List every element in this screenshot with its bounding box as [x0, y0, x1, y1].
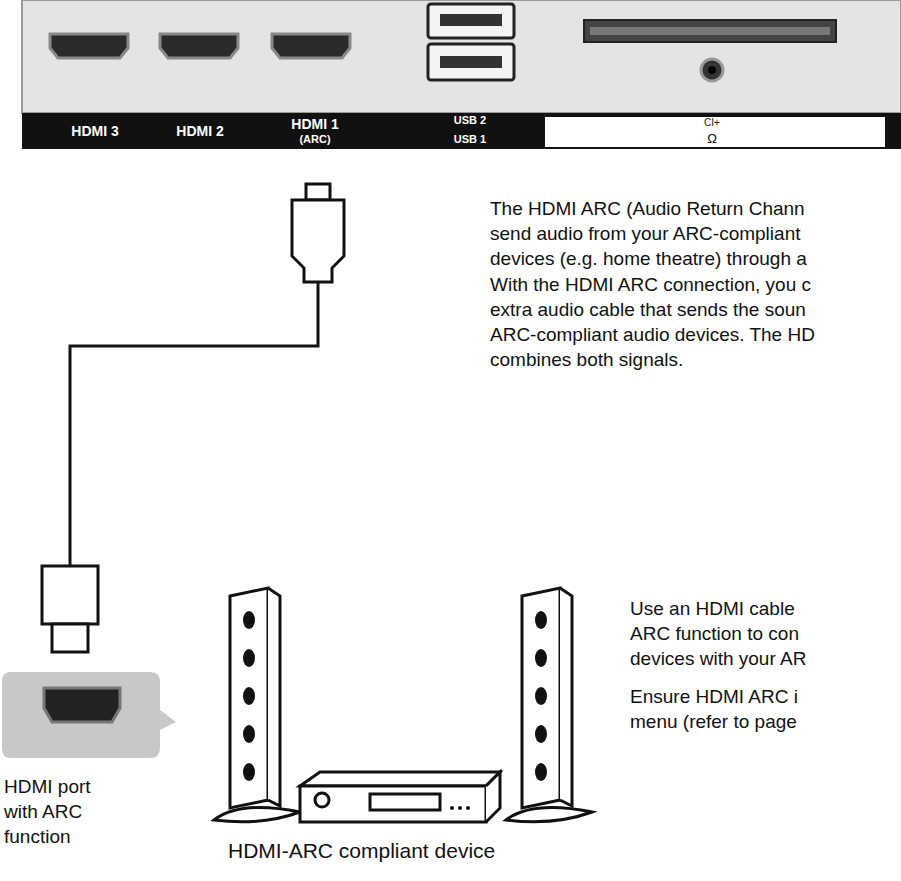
- device-hdmi-port: [44, 688, 120, 722]
- instruction-text: Ensure HDMI ARC i menu (refer to page: [630, 684, 815, 734]
- device-caption: HDMI-ARC compliant device: [228, 838, 548, 864]
- hdmi-cable: [42, 184, 344, 652]
- port-label: HDMI 3: [55, 123, 135, 139]
- port-label: CI+: [672, 117, 752, 129]
- ci-slot: [584, 20, 836, 42]
- port-label: HDMI 1: [275, 116, 355, 132]
- device-port-panel: [2, 672, 176, 758]
- tv-panel: [22, 0, 901, 113]
- port-label: (ARC): [275, 133, 355, 146]
- headphone-jack: [701, 59, 723, 81]
- hdmi-ports: [50, 34, 350, 58]
- port-label: HDMI 2: [160, 123, 240, 139]
- ci-slot-inner: [590, 27, 830, 35]
- ci-label-box: [545, 117, 885, 147]
- speaker-drivers: [243, 611, 547, 781]
- receiver-dots: [450, 806, 470, 810]
- speakers: [214, 588, 592, 822]
- label-bar: [22, 113, 901, 149]
- instruction-text: Use an HDMI cable ARC function to con de…: [630, 596, 825, 671]
- headphone-symbol: Ω: [672, 131, 752, 146]
- description-text: The HDMI ARC (Audio Return Chann send au…: [490, 196, 835, 271]
- port-caption: HDMI port with ARC function: [4, 774, 104, 849]
- receiver: [300, 772, 500, 822]
- port-label: USB 1: [430, 133, 510, 146]
- usb-ports: [428, 4, 514, 80]
- headphone-jack-hole: [708, 66, 716, 74]
- description-text: With the HDMI ARC connection, you c extr…: [490, 272, 840, 372]
- port-label: USB 2: [430, 114, 510, 127]
